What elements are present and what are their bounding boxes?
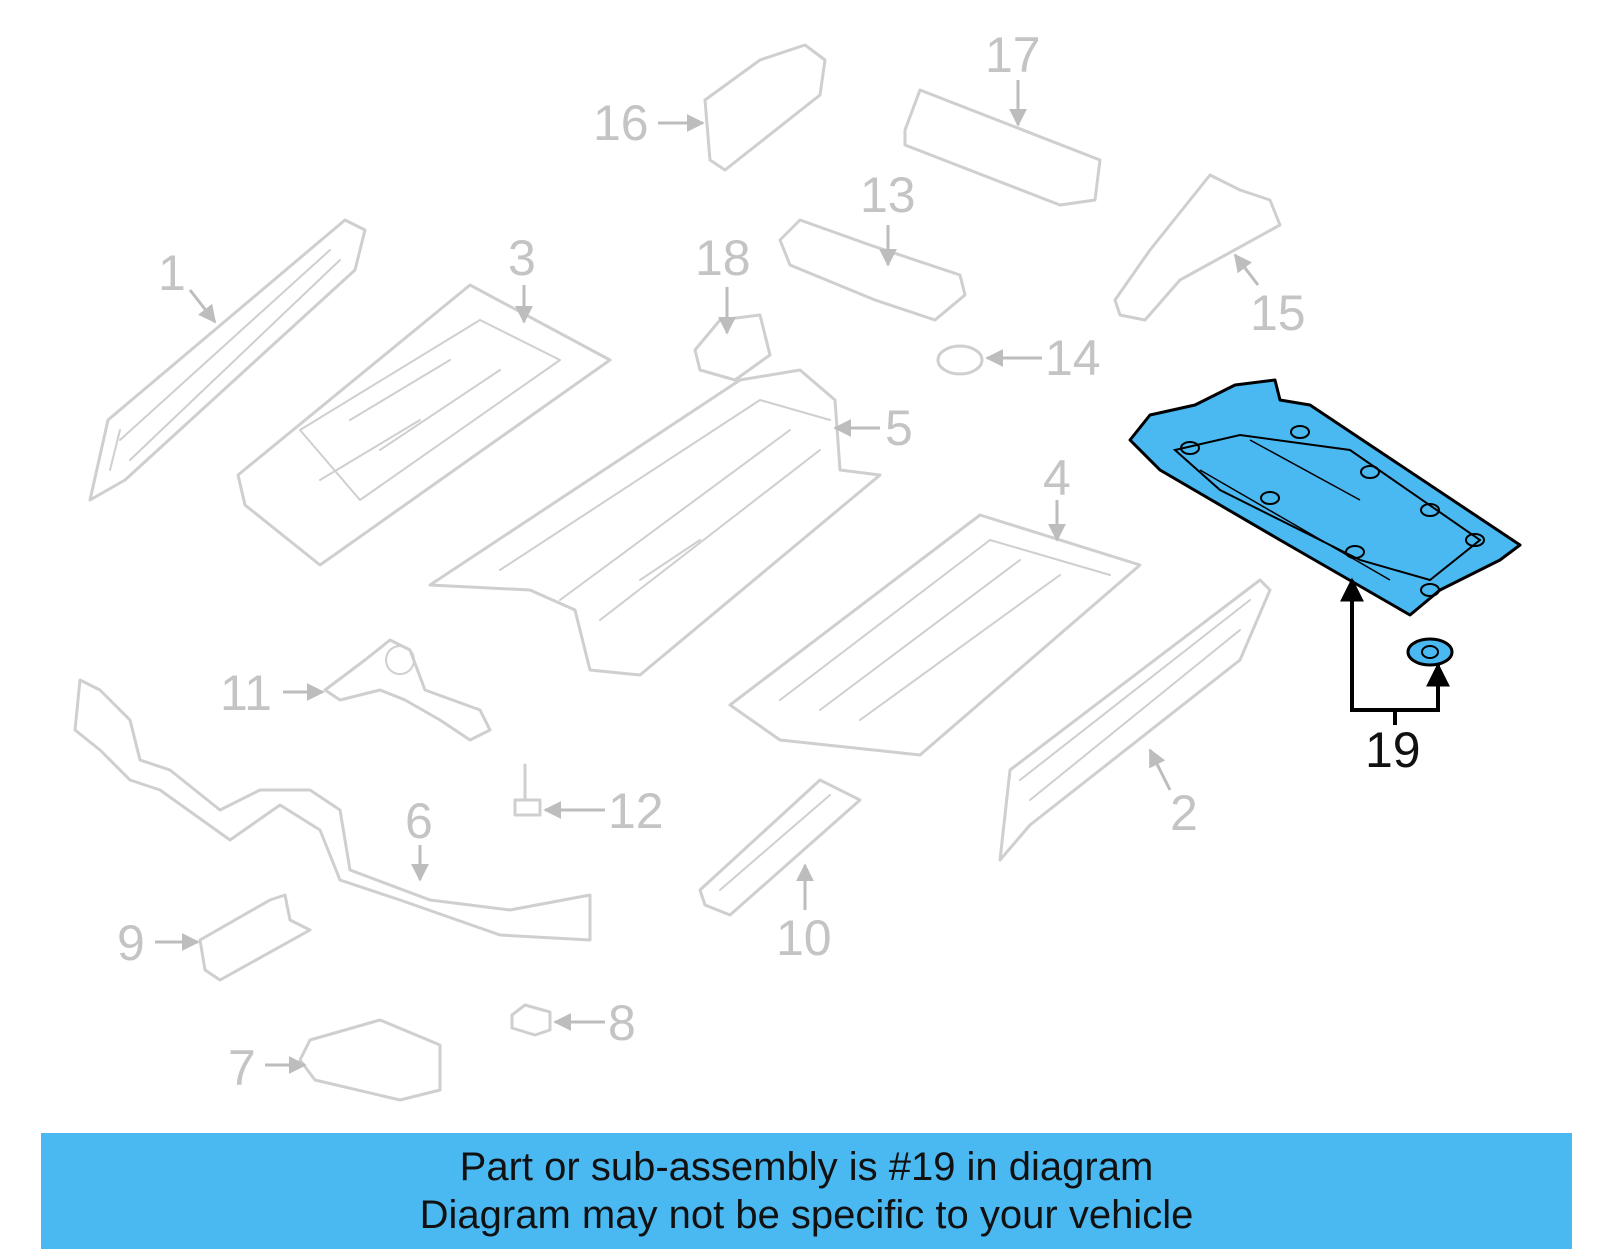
callout-6: 6 <box>405 793 433 849</box>
callout-19: 19 <box>1365 722 1421 778</box>
callout-17: 17 <box>985 27 1041 83</box>
part-4-rear-floor <box>728 513 1142 757</box>
callout-4: 4 <box>1043 450 1071 506</box>
callout-1: 1 <box>158 245 186 301</box>
caption-banner: Part or sub-assembly is #19 in diagram D… <box>41 1133 1572 1249</box>
callout-18: 18 <box>695 230 751 286</box>
callout-8: 8 <box>608 995 636 1051</box>
part-7-bracket <box>298 1018 442 1102</box>
callout-16: 16 <box>593 95 649 151</box>
part-1-side-sill <box>88 218 367 502</box>
callout-7: 7 <box>228 1040 256 1096</box>
callout-arrows <box>155 80 1260 1074</box>
callout-2: 2 <box>1170 785 1198 841</box>
callout-13: 13 <box>860 167 916 223</box>
part-10-reinforcement <box>698 778 862 917</box>
part-15-reinforcement <box>1113 173 1282 322</box>
part-11-bracket <box>323 638 492 742</box>
callout-15: 15 <box>1250 285 1306 341</box>
part-18-bracket <box>693 313 772 382</box>
callout-10: 10 <box>776 910 832 966</box>
callout-3: 3 <box>508 230 536 286</box>
caption-line-1: Part or sub-assembly is #19 in diagram <box>459 1145 1154 1189</box>
callout-5: 5 <box>885 400 913 456</box>
part-14-nut <box>936 344 984 376</box>
part-13-bracket <box>778 218 967 322</box>
part-17-member <box>903 88 1102 207</box>
part-5-center-floor <box>428 368 882 677</box>
part-8-pad <box>510 1003 552 1037</box>
part-9-bracket <box>198 893 312 982</box>
part-6-crossmember <box>73 678 592 942</box>
callout-19-arrows <box>1340 577 1450 725</box>
part-2-side-sill <box>998 578 1272 862</box>
callout-9: 9 <box>117 915 145 971</box>
part-19-clip[interactable] <box>1406 637 1454 667</box>
callout-14: 14 <box>1045 330 1101 386</box>
part-16-bracket <box>703 43 827 172</box>
part-19-undercover[interactable] <box>1128 378 1522 617</box>
callout-12: 12 <box>608 783 664 839</box>
caption-line-2: Diagram may not be specific to your vehi… <box>419 1193 1194 1237</box>
part-12-bolt <box>513 763 542 817</box>
callout-labels: 1 2 3 4 5 6 7 8 9 10 11 12 13 14 15 16 1… <box>117 27 1421 1096</box>
part-3-front-floor <box>236 283 612 567</box>
callout-11: 11 <box>220 665 272 721</box>
